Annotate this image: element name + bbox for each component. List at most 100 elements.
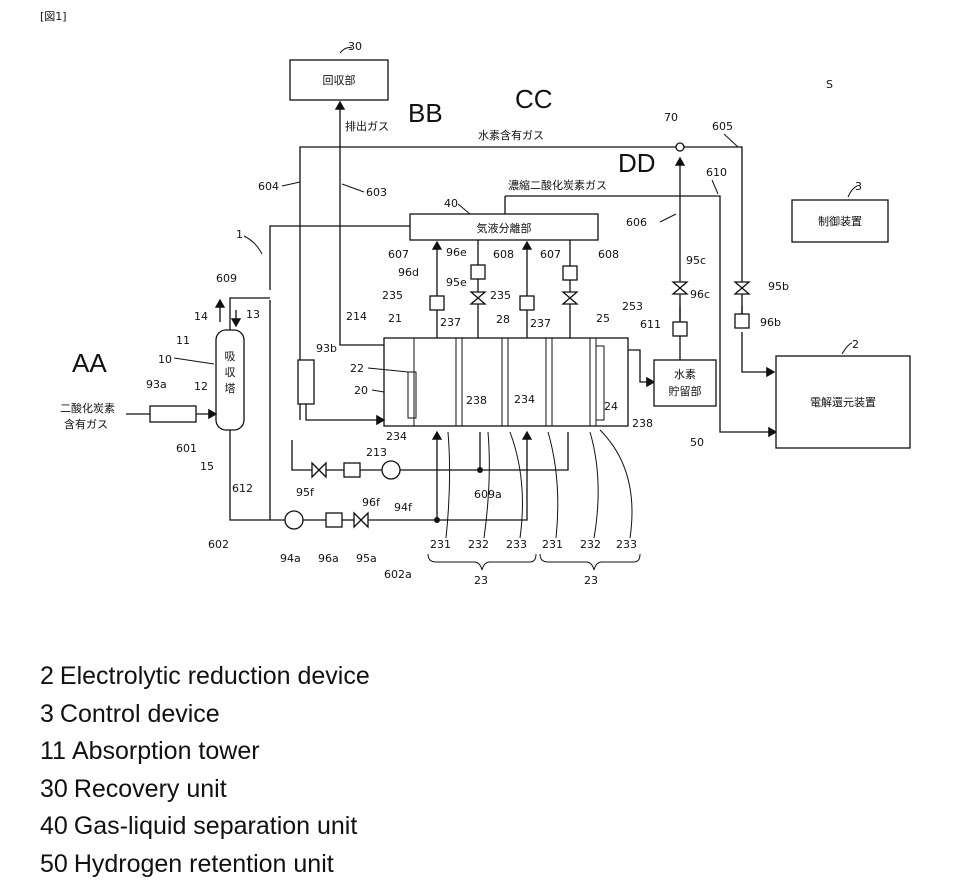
ref-94f: 94f [394,501,413,514]
co2-gas-label-1: 二酸化炭素 [60,401,115,415]
electrolysis-stack [384,338,628,426]
pump-94a [285,511,303,529]
hydrogen-retention-label-2: 貯留部 [669,384,702,398]
node-602a [434,517,440,523]
ref-15: 15 [200,460,214,473]
ref-96f: 96f [362,496,381,509]
ref-237b: 237 [530,317,551,330]
ref-95f: 95f [296,486,315,499]
ref-234: 234 [514,393,535,406]
ref-231a: 231 [430,538,451,551]
ref-93a: 93a [146,378,167,391]
ref-238b: 238 [632,417,653,430]
ref-13: 13 [246,308,260,321]
ref-608b: 608 [598,248,619,261]
absorber-char-2: 収 [225,366,236,379]
ref-21: 21 [388,312,402,325]
ref-610: 610 [706,166,727,179]
ref-602a: 602a [384,568,412,581]
system-diagram: [図1] S AA BB CC DD 回収部 30 排出ガス 水素含有ガス 70… [0,0,962,640]
ref-95a: 95a [356,552,377,565]
legend-item: 2Electrolytic reduction device [40,658,370,696]
ref-95e: 95e [446,276,467,289]
ref-12: 12 [194,380,208,393]
absorber-char-1: 吸 [225,350,236,363]
sensor-96c [673,322,687,336]
hydrogen-retention-box: 水素 貯留部 [654,360,716,406]
ref-96b: 96b [760,316,781,329]
recovery-unit-box: 回収部 [290,60,388,100]
ref-70: 70 [664,111,678,124]
ref-602: 602 [208,538,229,551]
ref-93b: 93b [316,342,337,355]
ref-2: 2 [852,338,859,351]
ref-609: 609 [216,272,237,285]
ref-30: 30 [348,40,362,53]
callout-dd: DD [618,148,656,178]
callout-bb: BB [408,98,443,128]
sensor-96a [326,513,342,527]
legend-item: 50Hydrogen retention unit [40,846,370,884]
ref-607b: 607 [540,248,561,261]
ref-11: 11 [176,334,190,347]
ref-94a: 94a [280,552,301,565]
ref-237a: 237 [440,316,461,329]
ref-96c: 96c [690,288,710,301]
ref-612: 612 [232,482,253,495]
ref-238a: 238 [466,394,487,407]
recovery-unit-label: 回収部 [323,73,356,87]
figure-label: [図1] [40,10,67,23]
control-device-label: 制御装置 [818,214,862,228]
valve-608 [563,292,577,304]
sensor-608 [563,266,577,280]
ref-606: 606 [626,216,647,229]
ref-604: 604 [258,180,279,193]
ref-40: 40 [444,197,458,210]
system-ref: S [826,78,833,91]
valve-95e [471,292,485,304]
sensor-235b [520,296,534,310]
valve-95f [312,463,326,477]
gas-liquid-separation-box: 気液分離部 [410,214,598,240]
exchanger-93b [298,360,314,404]
ref-233b: 233 [616,538,637,551]
ref-607a: 607 [388,248,409,261]
ref-231b: 231 [542,538,563,551]
ref-235a: 235 [382,289,403,302]
ref-1: 1 [236,228,243,241]
ref-611: 611 [640,318,661,331]
concentrated-co2-label: 濃縮二酸化炭素ガス [508,178,607,192]
ref-603: 603 [366,186,387,199]
ref-95c: 95c [686,254,706,267]
valve-95a [354,513,368,527]
electrolytic-reduction-device-box: 電解還元装置 [776,356,910,448]
ref-96e: 96e [446,246,467,259]
ref-96a: 96a [318,552,339,565]
legend-item: 40Gas-liquid separation unit [40,808,370,846]
hydrogen-retention-label-1: 水素 [674,368,696,381]
hydrogen-gas-label: 水素含有ガス [478,128,544,142]
valve-95c [673,282,687,294]
absorption-tower: 吸 収 塔 [216,330,244,430]
valve-95b [735,282,749,294]
ref-96d: 96d [398,266,419,279]
legend-list: 2Electrolytic reduction device 3Control … [40,658,370,883]
legend-item: 3Control device [40,696,370,734]
callout-aa: AA [72,348,107,378]
sensor-96e [471,265,485,279]
junction-70 [676,143,684,151]
ref-25: 25 [596,312,610,325]
ref-23b: 23 [584,574,598,587]
ref-233a: 233 [506,538,527,551]
gas-liquid-separation-label: 気液分離部 [477,221,532,235]
sensor-96d [430,296,444,310]
pump-94f [382,461,400,479]
sensor-96f [344,463,360,477]
ref-605: 605 [712,120,733,133]
callout-cc: CC [515,84,553,114]
ref-28: 28 [496,313,510,326]
ref-608a: 608 [493,248,514,261]
ref-214: 214 [346,310,367,323]
ref-24: 24 [604,400,618,413]
ref-232b: 232 [580,538,601,551]
